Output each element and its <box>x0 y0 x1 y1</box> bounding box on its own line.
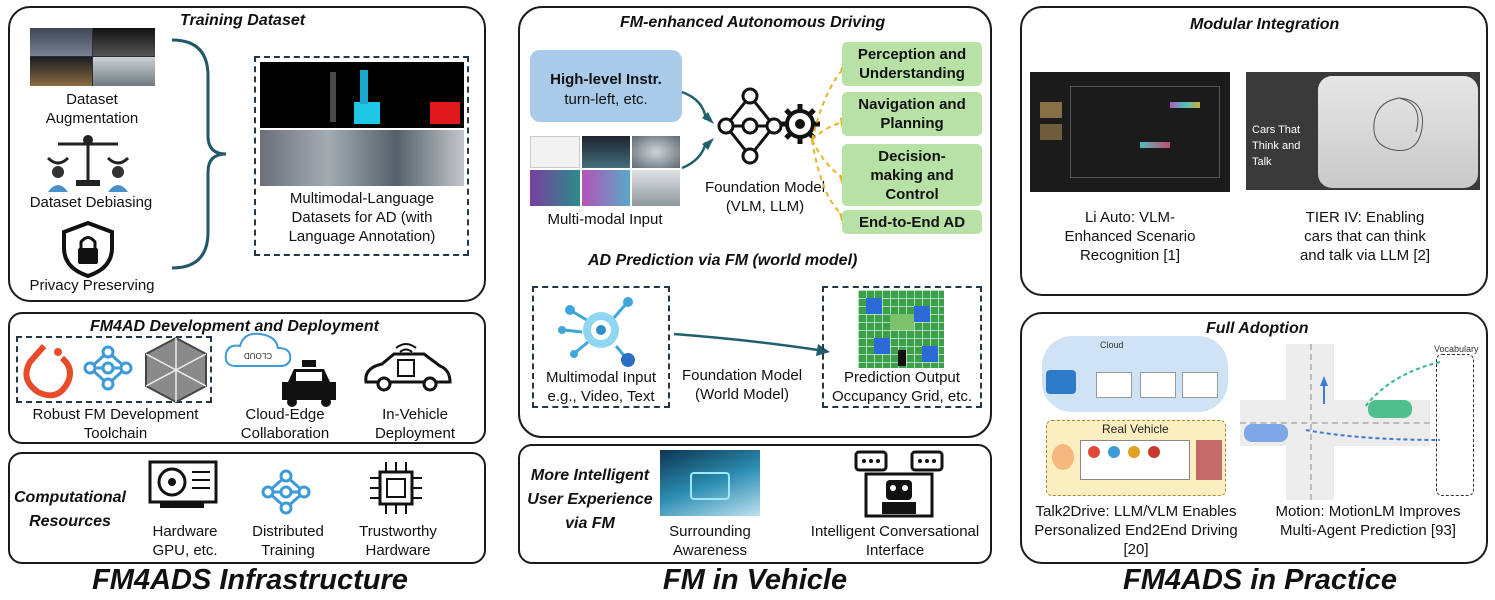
fm-autonomous-title: FM-enhanced Autonomous Driving <box>620 14 886 31</box>
ad-prediction-title: AD Prediction via FM (world model) <box>588 252 858 269</box>
chatbot-icon <box>854 450 944 518</box>
vocabulary-label: Vocabulary <box>1434 344 1479 354</box>
surrounding-awareness-image <box>660 450 760 516</box>
output-end-to-end: End-to-End AD <box>842 210 982 234</box>
gpu-icon <box>148 460 218 508</box>
multimodal-datasets-box <box>254 56 469 256</box>
prediction-output-label: Prediction Output Occupancy Grid, etc. <box>831 369 973 405</box>
prediction-input-box <box>532 286 670 408</box>
full-adoption-title: Full Adoption <box>1206 320 1309 337</box>
pytorch-icon <box>23 344 73 399</box>
occupancy-grid-image <box>858 290 944 368</box>
multi-modal-input-label: Multi-modal Input <box>547 211 663 228</box>
infrastructure-section-title: FM4ADS Infrastructure <box>92 564 408 596</box>
chip-icon <box>370 462 422 514</box>
surrounding-awareness-label: Surrounding Awareness <box>669 523 751 559</box>
toolchain-box <box>16 336 212 403</box>
development-deployment-panel <box>8 312 486 444</box>
tier-iv-image: Cars That Think and Talk <box>1246 72 1480 190</box>
foundation-model-label: Foundation Model (VLM, LLM) <box>704 179 826 215</box>
gpu-label: Hardware GPU, etc. <box>152 523 218 559</box>
network-icon <box>83 345 133 391</box>
privacy-preserving-label: Privacy Preserving <box>29 277 155 294</box>
user-experience-title: More Intelligent User Experience via FM <box>527 467 653 532</box>
polyhedron-icon <box>145 336 207 404</box>
distributed-network-icon <box>261 469 311 515</box>
foundation-model-icon <box>717 87 820 165</box>
high-level-instr-box <box>530 50 682 122</box>
prediction-arrow <box>673 332 830 356</box>
training-dataset-title: Training Dataset <box>180 12 306 29</box>
talk2drive-diagram: Cloud Real Vehicle <box>1036 336 1236 498</box>
practice-section-title: FM4ADS in Practice <box>1123 564 1397 596</box>
svg-text:CLOUD: CLOUD <box>244 351 272 360</box>
taxi-icon <box>282 360 336 407</box>
dataset-debiasing-label: Dataset Debiasing <box>29 194 153 211</box>
talk2drive-label: Talk2Drive: LLM/VLM Enables Personalized… <box>1034 503 1238 558</box>
curly-brace <box>171 38 227 270</box>
computational-resources-title: Computational Resources <box>14 489 126 530</box>
motionlm-label: Motion: MotionLM Improves Multi-Agent Pr… <box>1275 503 1461 539</box>
in-vehicle-deployment-label: In-Vehicle Deployment <box>374 406 456 442</box>
cloud-label: Cloud <box>1100 340 1124 350</box>
dataset-images-bottom <box>260 130 464 186</box>
tier-iv-overlay-text: Cars That Think and Talk <box>1252 124 1301 168</box>
flow-arrows <box>681 90 714 170</box>
dataset-augmentation-image <box>30 28 155 86</box>
cloud-icon: CLOUD <box>224 332 292 367</box>
real-vehicle-label: Real Vehicle <box>1102 422 1169 436</box>
multimodal-ai-icon <box>558 297 635 367</box>
dataset-augmentation-label: Dataset Augmentation <box>45 91 139 127</box>
shield-lock-icon <box>62 220 114 279</box>
prediction-fm-label: Foundation Model (World Model) <box>681 367 803 403</box>
trustworthy-hardware-label: Trustworthy Hardware <box>359 523 437 559</box>
toolchain-label: Robust FM Development Toolchain <box>32 406 199 442</box>
output-decision: Decision-making and Control <box>842 144 982 206</box>
multimodal-datasets-label: Multimodal-Language Datasets for AD (wit… <box>288 190 436 245</box>
vehicle-section-title: FM in Vehicle <box>662 564 848 596</box>
output-perception: Perception and Understanding <box>842 42 982 86</box>
in-vehicle-chip-icon <box>364 343 452 392</box>
high-level-instr-sub: turn-left, etc. <box>564 91 648 108</box>
dataset-images-top <box>260 62 464 128</box>
cloud-edge-label: Cloud-Edge Collaboration <box>240 406 330 442</box>
modular-integration-title: Modular Integration <box>1190 16 1340 33</box>
high-level-instr-title: High-level Instr. <box>550 71 662 88</box>
motionlm-diagram: Vocabulary <box>1240 344 1482 500</box>
conversational-interface-label: Intelligent Conversational Interface <box>810 523 980 559</box>
tier-iv-label: TIER IV: Enabling cars that can think an… <box>1299 209 1431 264</box>
li-auto-image <box>1030 72 1230 192</box>
li-auto-label: Li Auto: VLM-Enhanced Scenario Recogniti… <box>1064 209 1196 264</box>
prediction-input-label: Multimodal Input e.g., Video, Text <box>545 369 657 405</box>
distributed-training-label: Distributed Training <box>252 523 324 559</box>
output-navigation: Navigation and Planning <box>842 92 982 136</box>
multimodal-input-image <box>530 136 680 206</box>
scales-icon <box>46 135 130 192</box>
prediction-output-box <box>822 286 982 408</box>
development-deployment-title: FM4AD Development and Deployment <box>90 318 379 335</box>
